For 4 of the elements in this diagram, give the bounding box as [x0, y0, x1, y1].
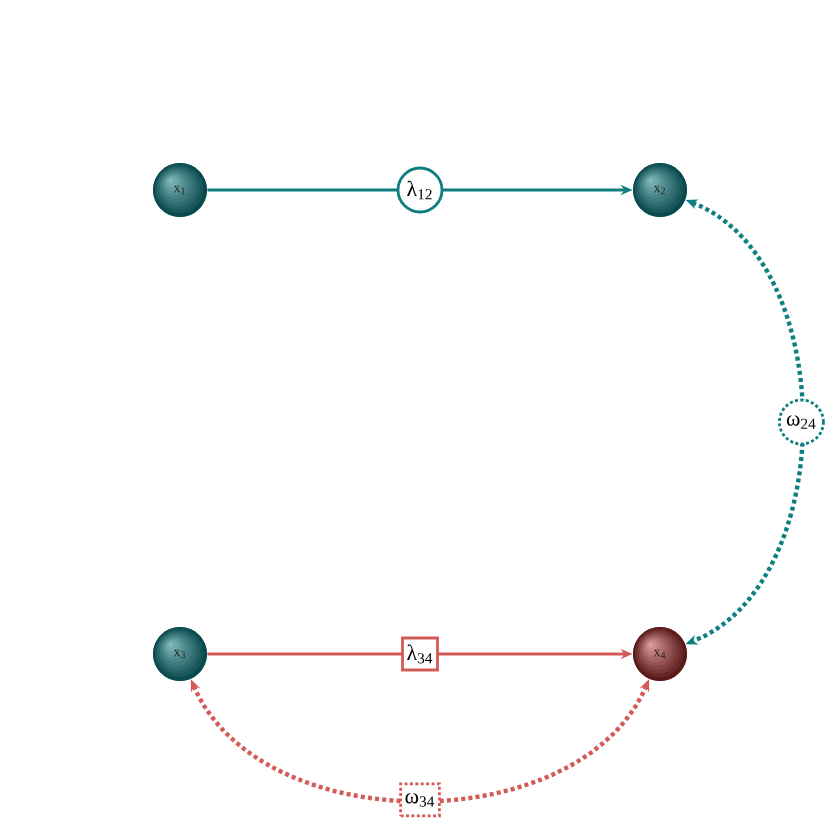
edge-label: λ$_{12}$: [396, 166, 444, 214]
edge-label: ω$_{34}$: [399, 782, 441, 818]
edge-label: λ$_{34}$: [401, 636, 439, 672]
edge-label: ω$_{24}$: [778, 398, 825, 446]
